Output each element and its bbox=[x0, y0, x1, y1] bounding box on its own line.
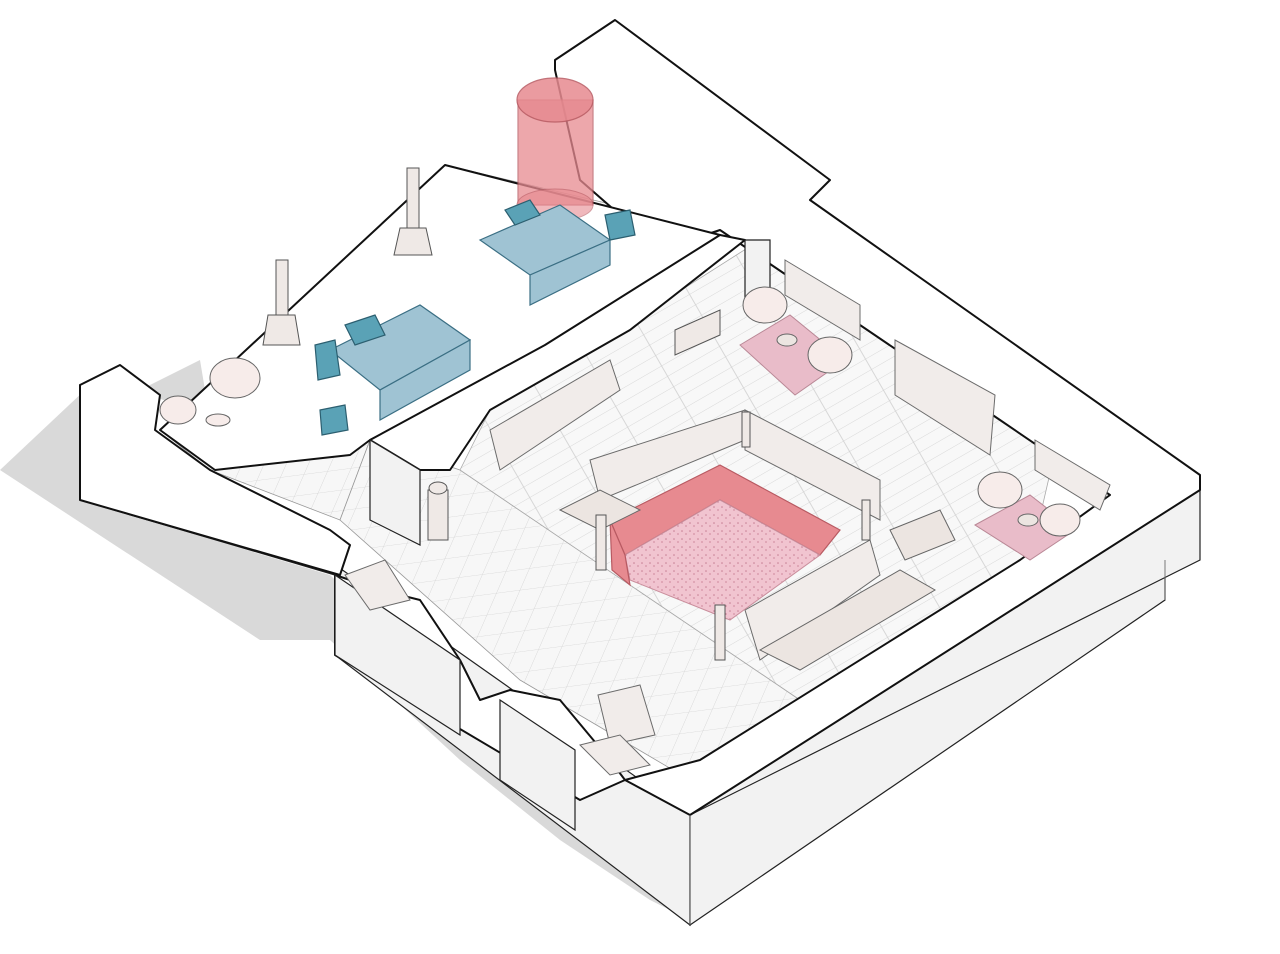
water-cooler bbox=[427, 481, 449, 541]
pink-cylinder-booth bbox=[516, 77, 594, 222]
lounge-chairs-left bbox=[159, 357, 261, 427]
blue-desk-cluster-lower bbox=[314, 304, 472, 436]
storage-cabinets bbox=[344, 559, 656, 776]
floor-lamps bbox=[262, 167, 433, 346]
lounge-zone-top bbox=[739, 286, 853, 396]
work-tables bbox=[558, 489, 956, 671]
edge-lines bbox=[689, 560, 1166, 925]
pink-sofa-pit bbox=[609, 464, 841, 621]
ac-unit bbox=[674, 309, 721, 356]
blue-desk-cluster-upper bbox=[478, 199, 636, 306]
bookshelves bbox=[489, 259, 1111, 661]
lounge-zone-right bbox=[974, 471, 1081, 561]
column-lamps bbox=[595, 411, 871, 661]
